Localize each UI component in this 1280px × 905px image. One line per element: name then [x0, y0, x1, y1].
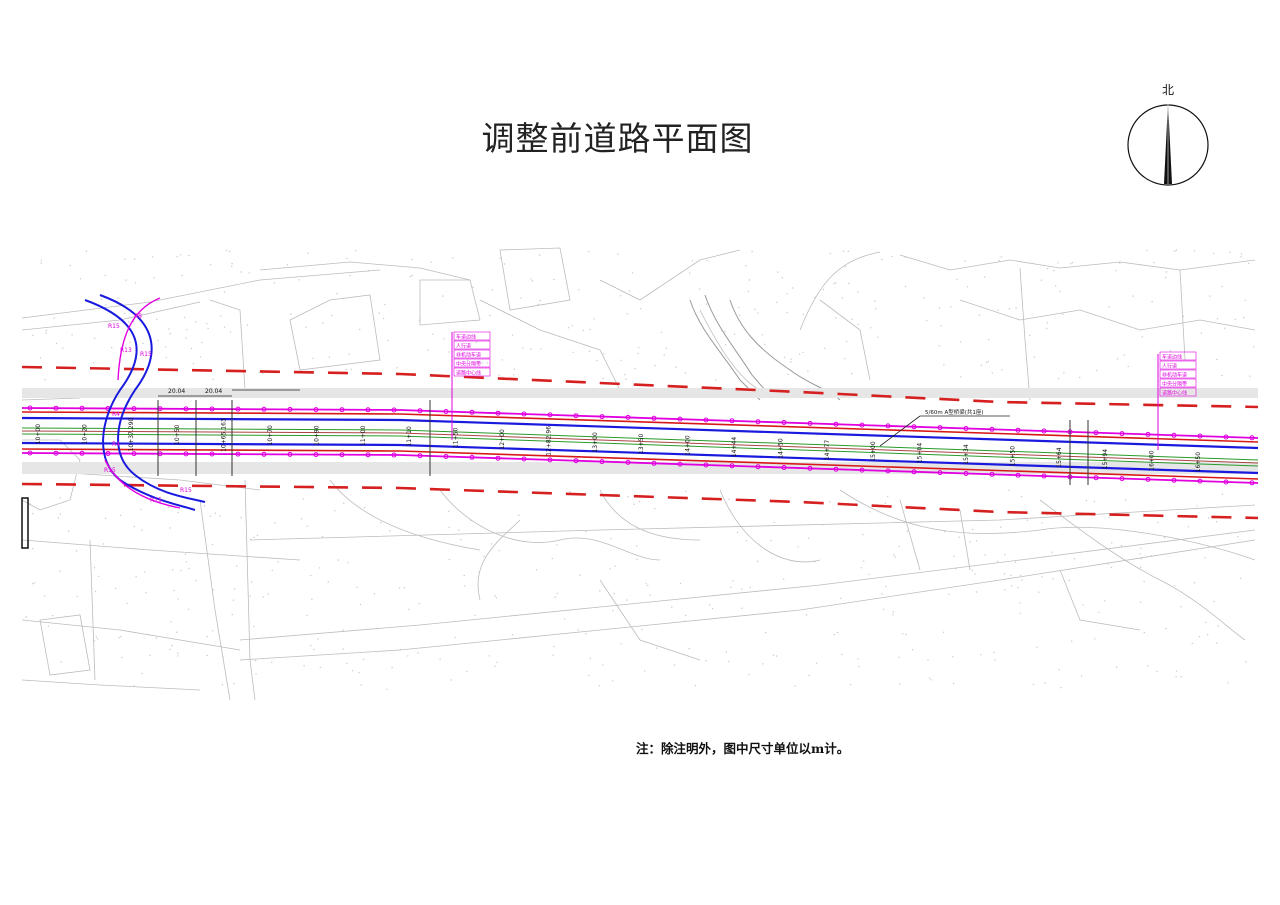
legend-item: 非机动车道 [1162, 372, 1187, 379]
bridge-callout: 5/60m A型桥梁(共1座) [879, 408, 1010, 447]
radius-label: R13 [120, 347, 132, 354]
north-arrow-icon: 北 [1127, 83, 1209, 186]
station-label: 15+94 [1102, 449, 1109, 469]
station-label: 12+00 [499, 429, 506, 449]
station-label: 11+10 [406, 426, 413, 446]
north-label: 北 [1162, 83, 1174, 97]
radius-label: R15 [108, 323, 120, 330]
radius-label: R8 [134, 313, 142, 320]
station-label: 10+50 [174, 424, 181, 444]
legend-item: 道路中心线 [1162, 390, 1187, 397]
legend-item: 中央分隔带 [1162, 381, 1187, 388]
station-label: 16+00 [1149, 450, 1156, 470]
station-label: 16+50 [1195, 452, 1202, 472]
station-label: 15+50 [1009, 446, 1016, 466]
callout-text: 5/60m A型桥梁(共1座) [925, 408, 984, 416]
station-label: 10+00 [35, 424, 42, 444]
radius-label: R4 [112, 441, 120, 448]
station-label: 10+20 [81, 424, 88, 444]
topographic-background [21, 247, 1256, 701]
vegetation-symbols [25, 249, 1255, 691]
river-channel [689, 294, 841, 401]
station-label: 13+00 [592, 432, 599, 452]
frame-mark [21, 497, 29, 549]
station-labels: 10+00 10+20 10+37.290 10+50 10+65.163 10+70 10… [35, 418, 1202, 473]
legend-item: 非机动车道 [456, 352, 481, 359]
radius-label: R4 [112, 411, 120, 418]
station-label: 14+44 [731, 437, 738, 457]
station-label: 15+04 [917, 443, 924, 463]
station-label: 11+50 [453, 428, 460, 448]
legend-item: 道路中心线 [456, 370, 481, 377]
dimension-label: 20.04 [168, 388, 185, 395]
station-label: 12+82.96 [545, 426, 552, 456]
legend-item: 中央分隔带 [456, 361, 481, 368]
station-points [27, 405, 1255, 486]
drawing-note: 注：除注明外，图中尺寸单位以m计。 [636, 741, 850, 756]
station-label: 15+64 [1056, 447, 1063, 467]
right-of-way-lines [21, 365, 1259, 520]
station-label: 10+70 [267, 425, 274, 445]
station-label: 14+00 [685, 435, 692, 455]
radius-label: R15 [180, 487, 192, 494]
radius-label: R15 [140, 351, 152, 358]
station-label: 10+90 [313, 425, 320, 445]
dimension-label: 20.04 [205, 388, 222, 395]
station-label: 10+65.163 [221, 418, 228, 452]
station-label: 15+00 [870, 441, 877, 461]
intersection-ramps [84, 294, 206, 511]
station-label: 11+00 [360, 425, 367, 445]
bridge-piers [157, 400, 1089, 485]
radius-label: R15 [104, 467, 116, 474]
dimension-lines [158, 389, 300, 397]
station-label: 14+77 [824, 440, 831, 460]
road-lines [21, 407, 1259, 484]
road-embankment [22, 388, 1258, 474]
station-label: 10+37.290 [128, 418, 135, 452]
legend-item: 人行道 [456, 343, 471, 350]
drawing-title: 调整前道路平面图 [481, 119, 754, 158]
radius-label: R15 [150, 497, 162, 504]
legend-item: 人行道 [1162, 363, 1177, 370]
legend-item: 车道边线 [1162, 354, 1182, 361]
legend-item: 车道边线 [456, 334, 476, 341]
road-plan-drawing: 20.04 20.04 5/60m A型桥梁(共1座) 车道边线人行道非机动车道… [21, 247, 1259, 701]
station-label: 14+50 [777, 438, 784, 458]
station-label: 15+34 [963, 444, 970, 464]
station-label: 13+50 [638, 434, 645, 454]
